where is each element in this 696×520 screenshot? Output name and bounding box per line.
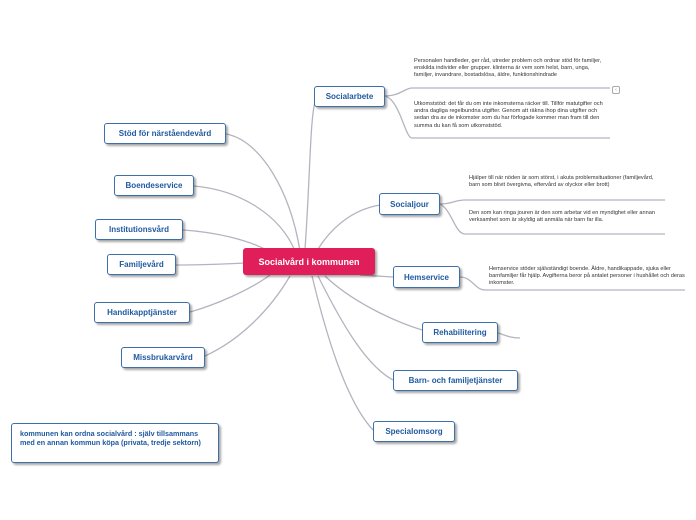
node-label: Rehabilitering: [433, 328, 487, 337]
info-box-text: kommunen kan ordna socialvård : själv ti…: [20, 429, 201, 447]
node-label: Socialjour: [390, 199, 429, 209]
node-label: Missbrukarvård: [133, 353, 193, 362]
note-socialarbete-1[interactable]: Personalen handleder, ger råd, utreder p…: [414, 58, 602, 79]
node-rehabilitering[interactable]: Rehabilitering: [422, 322, 498, 343]
node-label: Hemservice: [404, 272, 449, 282]
central-topic[interactable]: Socialvård i kommunen: [243, 248, 375, 275]
node-socialarbete[interactable]: Socialarbete: [314, 86, 385, 107]
note-socialjour-1[interactable]: Hjälper till när nöden är som störst, i …: [469, 175, 654, 189]
connector-missbrukarvard: [204, 275, 291, 357]
connector-rehabilitering-empty: [497, 332, 521, 339]
node-label: Familjevård: [119, 260, 164, 269]
node-label: Socialarbete: [325, 92, 374, 101]
node-label: Handikapptjänster: [107, 308, 177, 317]
node-stod-for-narstaendevard[interactable]: Stöd för närståendevård: [104, 123, 226, 144]
note-socialarbete-2[interactable]: Utkomststöd: det får du om inte inkomste…: [414, 101, 603, 129]
connector-socialarbete-note1: [384, 87, 610, 97]
node-handikapptjanster[interactable]: Handikapptjänster: [94, 302, 190, 323]
connector-rehabilitering: [324, 275, 423, 331]
note-hemservice-1[interactable]: Hemservice stöder självständigt boende. …: [489, 266, 685, 287]
node-label: Institutionsvård: [108, 225, 169, 234]
note-socialjour-2[interactable]: Den som kan ringa jouren är den som arbe…: [469, 210, 655, 224]
connector-hemservice-note1: [459, 276, 685, 291]
connector-socialarbete-note2: [384, 95, 610, 139]
central-topic-label: Socialvård i kommunen: [258, 256, 360, 267]
node-missbrukarvard[interactable]: Missbrukarvård: [121, 347, 205, 368]
connector-boendeservice: [193, 185, 296, 252]
connector-narstaendevard: [225, 133, 301, 252]
connector-handikapptjanster: [189, 274, 271, 313]
connector-socialjour: [317, 204, 381, 250]
node-label: Barn- och familjetjänster: [408, 376, 503, 385]
collapse-toggle-icon[interactable]: ‹: [612, 86, 620, 94]
node-institutionsvard[interactable]: Institutionsvård: [95, 219, 183, 240]
connector-socialjour-note2: [439, 203, 665, 235]
node-label: Stöd för närståendevård: [118, 129, 212, 138]
connector-socialjour-note1: [439, 199, 665, 205]
node-boendeservice[interactable]: Boendeservice: [114, 175, 194, 196]
connector-specialomsorg: [311, 275, 374, 431]
connector-barn: [317, 275, 394, 381]
connector-familjevard: [175, 262, 246, 266]
node-socialjour[interactable]: Socialjour: [379, 193, 440, 215]
node-barn-och-familjetjanster[interactable]: Barn- och familjetjänster: [393, 370, 518, 391]
node-familjevard[interactable]: Familjevård: [107, 254, 176, 275]
node-label: Specialomsorg: [385, 427, 443, 436]
info-box[interactable]: kommunen kan ordna socialvård : själv ti…: [11, 423, 219, 463]
connector-socialarbete: [304, 101, 316, 250]
node-label: Boendeservice: [125, 181, 183, 190]
connector-hemservice: [359, 274, 394, 278]
node-specialomsorg[interactable]: Specialomsorg: [373, 421, 455, 442]
node-hemservice[interactable]: Hemservice: [393, 266, 460, 288]
